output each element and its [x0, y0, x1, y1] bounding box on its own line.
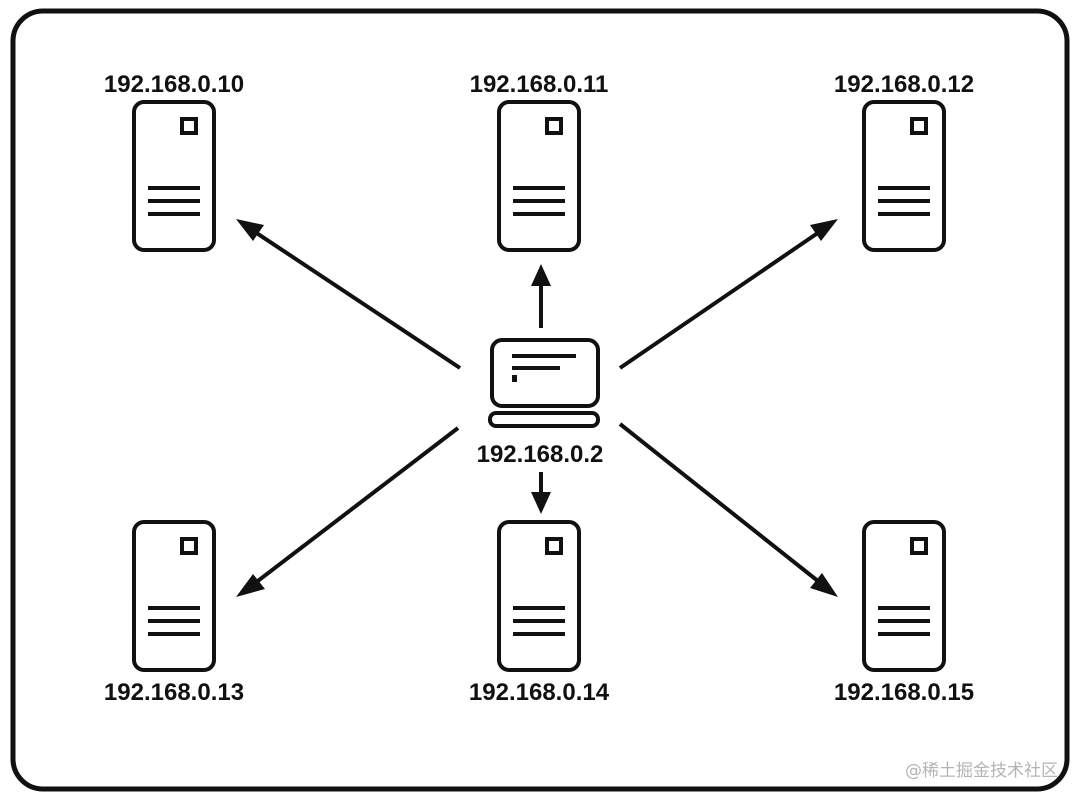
server-ip-label: 192.168.0.13 — [104, 679, 244, 706]
connection-arrows — [236, 219, 838, 597]
arrowhead-server-15 — [810, 573, 838, 597]
server-node: 192.168.0.12 — [834, 71, 974, 252]
server-icon — [132, 520, 216, 672]
arrowhead-server-14 — [531, 492, 551, 514]
server-node: 192.168.0.13 — [104, 520, 244, 706]
server-node: 192.168.0.10 — [104, 71, 244, 252]
arrow-to-server-12 — [618, 224, 830, 370]
arrowhead-server-13 — [236, 574, 265, 597]
server-icon — [862, 520, 946, 672]
server-icon — [862, 100, 946, 252]
arrowhead-server-10 — [236, 219, 264, 241]
server-ip-label: 192.168.0.15 — [834, 679, 974, 706]
arrow-to-server-15 — [618, 422, 830, 591]
source-host-ip-label: 192.168.0.2 — [477, 441, 604, 468]
arrowhead-server-11 — [531, 264, 551, 286]
server-node: 192.168.0.15 — [834, 520, 974, 706]
server-icon — [497, 100, 581, 252]
server-ip-label: 192.168.0.10 — [104, 71, 244, 98]
server-ip-label: 192.168.0.11 — [470, 71, 609, 98]
laptop-icon — [488, 338, 600, 428]
server-ip-label: 192.168.0.12 — [834, 71, 974, 98]
watermark: @稀土掘金技术社区 — [905, 761, 1058, 781]
server-ip-label: 192.168.0.14 — [469, 679, 610, 706]
arrowhead-server-12 — [810, 219, 838, 241]
server-node: 192.168.0.14 — [469, 520, 610, 706]
server-icon — [132, 100, 216, 252]
server-node: 192.168.0.11 — [470, 71, 609, 252]
arrow-to-server-13 — [244, 426, 460, 592]
arrow-to-server-10 — [244, 224, 462, 370]
server-icon — [497, 520, 581, 672]
